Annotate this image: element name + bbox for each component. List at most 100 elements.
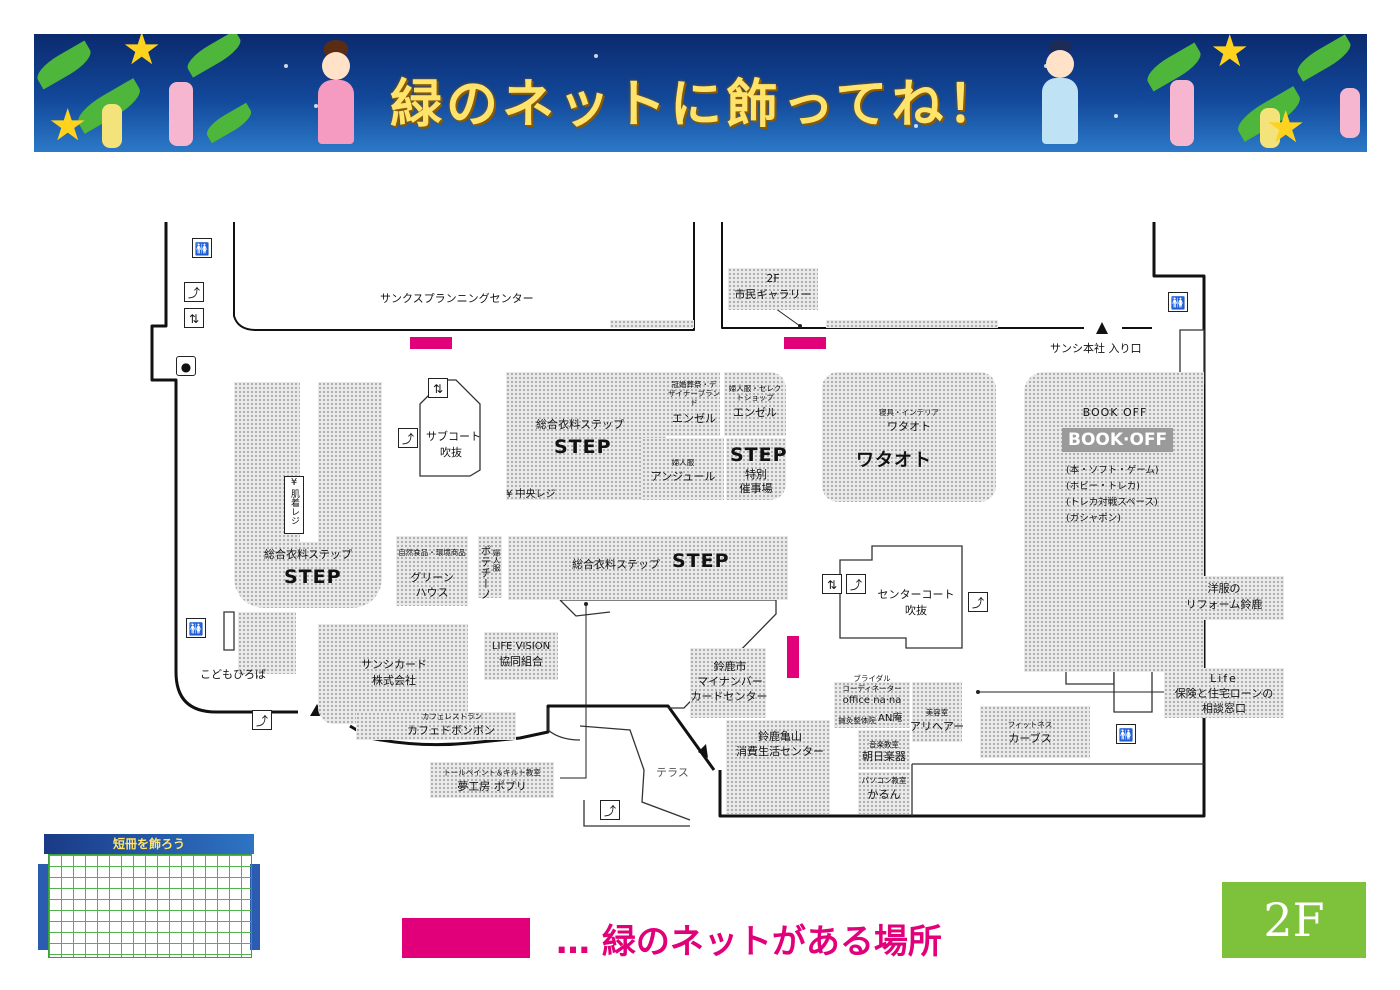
shop-watatto[interactable] xyxy=(822,372,996,502)
restroom-icon: 🚻 xyxy=(1168,292,1188,312)
callout-life-box xyxy=(1164,668,1284,718)
shop-strip xyxy=(610,320,694,328)
label-curves-category: フィットネス xyxy=(1007,720,1053,729)
escalator-icon: ⤴ xyxy=(968,592,988,612)
label-step-main: 総合衣料ステップ xyxy=(536,418,624,431)
restroom-icon: 🚻 xyxy=(1116,724,1136,744)
shop-step-main[interactable] xyxy=(506,372,666,500)
shop-step-left[interactable] xyxy=(234,542,382,608)
label-arihair-category: 美容室 xyxy=(925,708,949,717)
label-mynumber-1: 鈴鹿市 xyxy=(713,660,747,673)
star-icon: ★ xyxy=(48,100,88,151)
label-consumer-1: 鈴鹿亀山 xyxy=(758,730,802,743)
shop-angel-1[interactable] xyxy=(666,372,720,436)
escalator-icon: ⤴ xyxy=(846,574,866,594)
gallery-box[interactable] xyxy=(728,268,818,310)
label-central-register: ¥ 中央レジ xyxy=(506,489,556,500)
shop-karun[interactable] xyxy=(858,772,910,814)
label-step-event-2: 催事場 xyxy=(739,482,773,495)
entrance-arrow xyxy=(1096,322,1108,334)
wall-top-left-store xyxy=(233,222,695,331)
label-greenhouse: グリーンハウス xyxy=(410,571,454,599)
shop-arihair[interactable] xyxy=(912,682,962,742)
label-bookoff-d1: (本・ソフト・ゲーム) xyxy=(1066,465,1159,476)
logo-step-center: STEP xyxy=(672,550,730,572)
shop-angel-2[interactable] xyxy=(724,372,786,436)
label-mynumber-2: マイナンバー xyxy=(697,675,763,688)
label-cafe-category: カフェレストラン xyxy=(422,712,482,721)
label-life-1: Life xyxy=(1210,672,1238,685)
label-gallery: 市民ギャラリー xyxy=(734,288,812,301)
shop-potechino[interactable] xyxy=(478,536,502,598)
shop-life-vision[interactable] xyxy=(484,632,558,680)
center-court-outline xyxy=(839,545,963,649)
label-angel1-category: 冠婚葬祭・デザイナーブランド xyxy=(668,380,720,407)
label-bookoff-d3: (トレカ対戦スペース) xyxy=(1066,497,1158,508)
label-asahi-category: 音楽教室 xyxy=(869,740,899,749)
floor-label: 2F xyxy=(1222,882,1366,958)
restroom-icon: 🚻 xyxy=(186,618,206,638)
label-life-2: 保険と住宅ローンの xyxy=(1174,687,1274,700)
shop-kids[interactable] xyxy=(238,612,296,674)
logo-step-main: STEP xyxy=(554,436,612,458)
star-icon: ★ xyxy=(1210,34,1250,77)
legend-swatch xyxy=(402,918,530,958)
shop-cafe[interactable] xyxy=(356,712,516,740)
escalator-icon: ⤴ xyxy=(398,428,418,448)
tanzaku-strip xyxy=(102,104,122,148)
shop-green-house[interactable] xyxy=(396,536,468,606)
shop-sanshi-card[interactable] xyxy=(318,624,468,724)
shop-curves[interactable] xyxy=(980,706,1090,758)
tanzaku-strip xyxy=(1170,80,1194,146)
label-life-3: 相談窓口 xyxy=(1202,702,1246,715)
label-watatto: ワタオト xyxy=(887,420,931,433)
shop-consumer[interactable] xyxy=(726,720,830,814)
label-life-vision-1: LIFE VISION xyxy=(491,641,551,652)
sparkle xyxy=(914,124,918,128)
label-karun-category: パソコン教室 xyxy=(861,776,907,785)
shop-strip xyxy=(826,320,998,328)
orihime-illustration xyxy=(310,40,362,148)
label-gallery-floor: 2F xyxy=(766,272,780,285)
popuri-box[interactable] xyxy=(430,762,554,798)
sparkle xyxy=(314,104,318,108)
note-card-title: 短冊を飾ろう xyxy=(44,834,254,854)
label-entrance: サンシ本社 入り口 xyxy=(1050,342,1142,355)
shop-step-center[interactable] xyxy=(508,536,788,600)
shop-asahi[interactable] xyxy=(858,730,910,770)
nursing-icon: ● xyxy=(176,356,196,376)
label-bridal-2: コーディネーター xyxy=(842,684,902,693)
shop-bookoff[interactable] xyxy=(1024,372,1204,672)
label-life-vision-2: 協同組合 xyxy=(499,655,543,668)
label-step-center: 総合衣料ステップ xyxy=(572,558,660,571)
wall-right xyxy=(1152,222,1206,530)
label-anjour-category: 婦人服 xyxy=(671,458,695,467)
label-center-court-2: 吹抜 xyxy=(905,604,927,617)
hikoboshi-illustration xyxy=(1034,40,1086,148)
label-arihair: アリヘアー xyxy=(909,720,965,733)
label-consumer-2: 消費生活センター xyxy=(736,745,824,758)
shop-block[interactable] xyxy=(318,382,382,542)
label-angel2-category: 婦人服・セレクトショップ xyxy=(728,384,782,402)
net-location-marker xyxy=(787,636,799,678)
label-mynumber-3: カードセンター xyxy=(690,690,768,703)
elevator-icon: ⇅ xyxy=(822,574,842,594)
shop-step-event[interactable] xyxy=(726,438,786,500)
tanzaku-strip xyxy=(1340,88,1360,138)
label-cafe: カフェドボンボン xyxy=(407,724,495,737)
shop-bridal[interactable] xyxy=(834,682,910,728)
wall-left xyxy=(150,222,298,714)
label-reform-1: 洋服の xyxy=(1207,582,1241,595)
label-potechino: ポテチーノ xyxy=(479,544,492,600)
tanzaku-strip xyxy=(169,82,193,146)
label-potechino-category: 婦人服 xyxy=(492,548,501,572)
label-bookoff: BOOK OFF xyxy=(1082,406,1148,419)
logo-step-left: STEP xyxy=(284,566,342,588)
wall-top-right xyxy=(721,222,1084,329)
shop-anjour[interactable] xyxy=(642,438,724,500)
banner-title: 緑のネットに飾ってね！ xyxy=(390,75,1004,135)
shop-mynumber[interactable] xyxy=(690,648,766,718)
logo-bookoff: BOOK·OFF xyxy=(1062,428,1174,452)
net-location-marker xyxy=(410,337,452,349)
